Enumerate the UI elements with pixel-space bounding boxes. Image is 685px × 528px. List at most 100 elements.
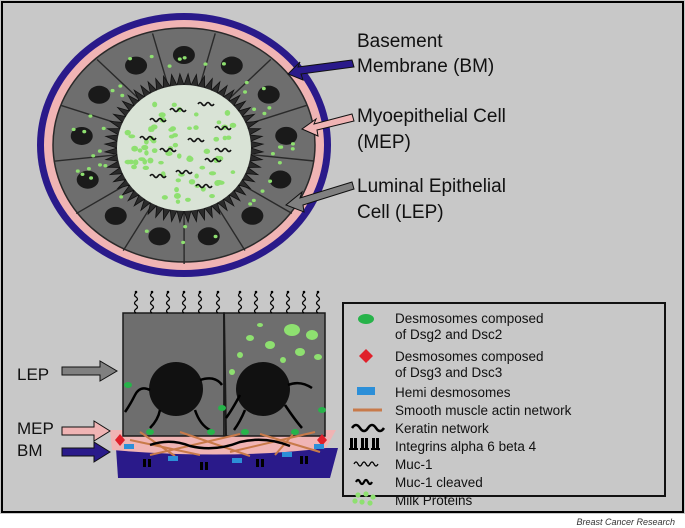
- integrin-bar-icon: [365, 438, 368, 449]
- muc1-strand: [253, 292, 259, 314]
- milk-dot: [230, 170, 236, 175]
- milk-dot: [118, 84, 123, 88]
- milk-dot: [248, 202, 253, 206]
- integrin-base-icon: [349, 448, 358, 450]
- muc1-cleaved-lumen: [139, 101, 232, 189]
- nucleus: [104, 206, 127, 225]
- muc1-strand: [285, 292, 291, 314]
- muc1-cleaved-squiggle: [195, 183, 213, 189]
- milk-dot: [131, 145, 139, 152]
- cell-boundary: [241, 183, 293, 214]
- milk-dot: [119, 195, 124, 199]
- milk-dot: [98, 163, 103, 167]
- milk-dot: [270, 152, 275, 156]
- luminal-cell-nuclei: [70, 46, 298, 246]
- milk-dot: [214, 180, 221, 186]
- cell-boundary: [229, 58, 272, 99]
- milk-dot: [229, 122, 237, 128]
- milk-dot: [193, 112, 199, 117]
- keratin-wave-icon: [350, 423, 386, 433]
- milk-dot: [290, 147, 295, 151]
- nucleus: [257, 85, 280, 104]
- muc1-cleaved-icon: [355, 478, 373, 486]
- milk-dot: [97, 149, 102, 153]
- milk-dot: [213, 136, 220, 142]
- muc1-wave-icon: [353, 461, 379, 467]
- muc1-cleaved-squiggle: [159, 147, 177, 153]
- muc1-tip: [150, 290, 154, 294]
- legend-label-line1: Hemi desmosomes: [395, 385, 511, 400]
- muc1-tip: [270, 290, 274, 294]
- milk-dot: [260, 189, 265, 193]
- milk-dot: [174, 187, 179, 193]
- milk-dot: [165, 151, 173, 157]
- diagram-panel: Basement Membrane (BM) Myoepithelial Cel…: [0, 0, 685, 514]
- milk-dot: [261, 86, 266, 91]
- milk-dot: [175, 178, 181, 183]
- muc1-cleaved-squiggle: [169, 107, 187, 113]
- milk-dot: [177, 57, 182, 61]
- integrin-base-icon: [360, 448, 369, 450]
- muc1-tip: [134, 290, 138, 294]
- diagram-svg: Basement Membrane (BM) Myoepithelial Cel…: [0, 0, 685, 514]
- milk-dot: [187, 155, 192, 160]
- legend-label-line1: Milk Proteins: [395, 493, 473, 508]
- milk-dot: [209, 194, 215, 199]
- frame: [1, 1, 684, 513]
- cell-boundary: [75, 183, 127, 215]
- label-bm-short: BM: [17, 441, 43, 460]
- milk-dot: [203, 148, 211, 154]
- legend-label-line1: Muc-1: [395, 457, 433, 472]
- milk-dot-icon: [355, 492, 361, 498]
- cell-boundary: [122, 205, 153, 252]
- label-basement-line1: Basement: [357, 31, 443, 52]
- milk-dot: [103, 164, 108, 168]
- nucleus: [148, 227, 171, 246]
- legend-label-line1: Smooth muscle actin network: [395, 403, 572, 418]
- milk-dot: [181, 240, 186, 245]
- muc1-tip: [302, 290, 306, 294]
- milk-dot: [182, 56, 187, 60]
- keratin-mep: [149, 438, 291, 450]
- arrow-lep: [61, 360, 118, 382]
- milk-dot: [91, 154, 96, 158]
- integrin-bar-icon: [361, 438, 364, 449]
- milk-dot: [101, 126, 106, 131]
- milk-dot: [143, 138, 149, 145]
- label-luminal-line1: Luminal Epithelial: [357, 176, 506, 197]
- muc1-cleaved-squiggle: [149, 117, 167, 123]
- muc1-strand: [237, 292, 243, 314]
- milk-dot: [142, 165, 150, 171]
- milk-dot: [208, 171, 217, 176]
- milk-dot: [131, 164, 137, 170]
- milk-dot: [176, 153, 182, 159]
- milk-dot: [144, 229, 149, 233]
- desmosomes-green: [124, 382, 326, 435]
- cell-boundary: [215, 205, 246, 251]
- milk-dot: [148, 126, 153, 133]
- milk-dot: [168, 134, 175, 139]
- legend-item-muc1-cleaved-wave: Muc-1 cleaved: [355, 475, 483, 490]
- nucleus: [269, 170, 292, 189]
- nucleus-left: [149, 362, 203, 416]
- milk-dot: [225, 135, 232, 140]
- legend-label-line1: Integrins alpha 6 beta 4: [395, 439, 537, 454]
- muc1-tip: [182, 290, 186, 294]
- muc1-strand: [197, 292, 203, 314]
- milk-dot: [133, 159, 139, 166]
- nucleus: [125, 56, 148, 75]
- milk-dot: [167, 64, 172, 68]
- milk-dot: [161, 195, 168, 200]
- label-lep-short: LEP: [17, 365, 49, 384]
- blue-rect-icon: [357, 387, 375, 395]
- muc1-cleaved-squiggle: [175, 169, 193, 175]
- cell-junction: [223, 312, 227, 437]
- arrow-basement: [287, 59, 355, 81]
- milk-dot: [173, 192, 181, 199]
- legend-item-blue-rect: Hemi desmosomes: [357, 385, 511, 400]
- milk-dot: [80, 172, 85, 177]
- legend-item-green-dots: Milk Proteins: [352, 491, 473, 508]
- muc1-tip: [316, 290, 320, 294]
- muc1-tip: [216, 290, 220, 294]
